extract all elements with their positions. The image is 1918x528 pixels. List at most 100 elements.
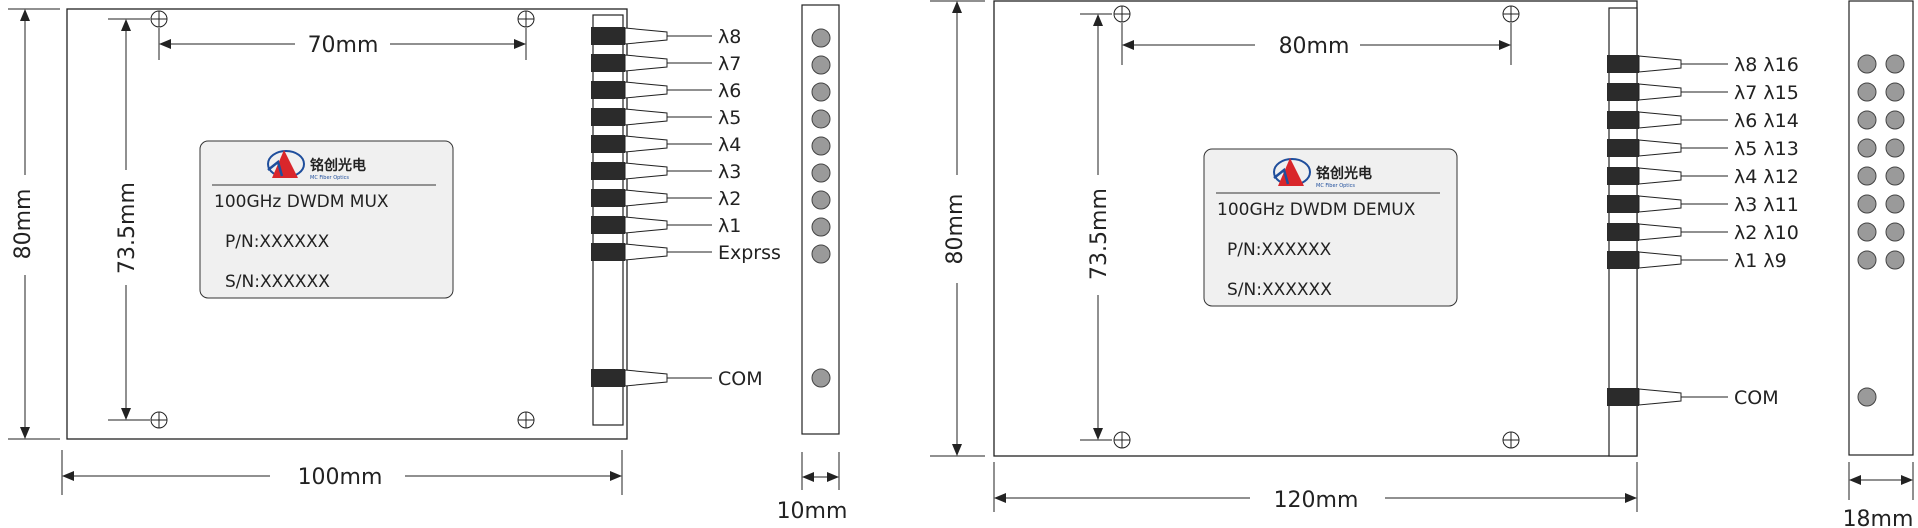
fiber-connector xyxy=(591,81,625,99)
mounting-hole-icon xyxy=(1113,431,1131,449)
fiber-boot xyxy=(1638,55,1682,73)
mux-port-4: λ5 xyxy=(591,107,741,129)
fiber-connector xyxy=(591,108,625,126)
demux-drawing: 80mm 73.5mm 80mm 120mm 铭创光电 MC Fiber Op xyxy=(930,0,1914,528)
fiber-boot xyxy=(1638,251,1682,269)
fiber-boot xyxy=(1638,83,1682,101)
fiber-connector xyxy=(591,135,625,153)
fiber-boot xyxy=(1638,139,1682,157)
demux-mounting-holes xyxy=(1113,5,1520,449)
port-label: λ7 λ15 xyxy=(1734,82,1799,104)
fiber-boot xyxy=(1638,195,1682,213)
port-led-icon xyxy=(811,217,831,237)
port-led-icon xyxy=(1857,110,1877,130)
mounting-hole-icon xyxy=(1502,431,1520,449)
mc-logo-icon xyxy=(267,150,305,178)
mux-height-dim: 80mm xyxy=(11,189,36,260)
port-led-icon xyxy=(1857,166,1877,186)
port-led-icon xyxy=(1857,250,1877,270)
demux-model: 100GHz DWDM DEMUX xyxy=(1217,200,1416,220)
port-label: COM xyxy=(1734,387,1779,409)
port-led-icon xyxy=(811,368,831,388)
mux-drawing: 70mm 73.5mm 80mm 100mm 铭创光电 MC Fiber Op xyxy=(8,4,847,524)
fiber-boot xyxy=(624,135,668,153)
demux-port-2: λ7 λ15 xyxy=(1607,82,1799,104)
fiber-boot xyxy=(624,81,668,99)
port-led-icon xyxy=(811,190,831,210)
port-led-icon xyxy=(1885,110,1905,130)
demux-part-number: P/N:XXXXXX xyxy=(1227,240,1332,260)
demux-port-5: λ4 λ12 xyxy=(1607,166,1799,188)
mounting-hole-icon xyxy=(150,10,168,28)
demux-port-7: λ2 λ10 xyxy=(1607,222,1799,244)
mounting-hole-icon xyxy=(517,10,535,28)
fiber-boot xyxy=(1638,167,1682,185)
port-label: λ1 λ9 xyxy=(1734,250,1787,272)
mux-serial-number: S/N:XXXXXX xyxy=(225,272,330,292)
fiber-connector xyxy=(591,27,625,45)
fiber-connector xyxy=(1607,139,1639,157)
port-label: λ8 λ16 xyxy=(1734,54,1799,76)
fiber-connector xyxy=(1607,83,1639,101)
fiber-boot xyxy=(624,27,668,45)
port-label: λ6 xyxy=(718,80,741,102)
mounting-hole-icon xyxy=(517,411,535,429)
fiber-boot xyxy=(624,216,668,234)
mux-port-8: λ1 xyxy=(591,215,741,237)
demux-port-4: λ5 λ13 xyxy=(1607,138,1799,160)
fiber-connector xyxy=(1607,111,1639,129)
mux-model: 100GHz DWDM MUX xyxy=(214,192,389,212)
mounting-hole-icon xyxy=(1502,5,1520,23)
port-led-icon xyxy=(811,55,831,75)
fiber-connector xyxy=(1607,388,1639,406)
fiber-connector xyxy=(1607,223,1639,241)
fiber-connector xyxy=(591,54,625,72)
mux-port-5: λ4 xyxy=(591,134,741,156)
mux-mounting-holes xyxy=(150,10,535,429)
mounting-hole-icon xyxy=(150,411,168,429)
fiber-connector xyxy=(591,216,625,234)
port-label: λ2 λ10 xyxy=(1734,222,1799,244)
mux-port-3: λ6 xyxy=(591,80,741,102)
fiber-connector xyxy=(591,162,625,180)
demux-port-1: λ8 λ16 xyxy=(1607,54,1799,76)
mux-label-plate: 铭创光电 MC Fiber Optics 100GHz DWDM MUX P/N… xyxy=(199,140,454,299)
port-led-icon xyxy=(811,82,831,102)
fiber-connector xyxy=(591,189,625,207)
fiber-boot xyxy=(1638,388,1682,406)
port-label: Exprss xyxy=(718,242,781,264)
mux-width-dim: 100mm xyxy=(298,465,383,490)
fiber-connector xyxy=(591,243,625,261)
demux-brand-sub: MC Fiber Optics xyxy=(1316,183,1355,189)
demux-port-com: COM xyxy=(1607,387,1779,409)
port-label: λ7 xyxy=(718,53,741,75)
fiber-connector xyxy=(591,369,625,387)
port-led-icon xyxy=(1857,387,1877,407)
port-label: λ3 xyxy=(718,161,741,183)
port-led-icon xyxy=(1885,222,1905,242)
demux-brand-name: 铭创光电 xyxy=(1316,165,1372,182)
port-led-icon xyxy=(1885,138,1905,158)
fiber-boot xyxy=(624,162,668,180)
fiber-boot xyxy=(624,108,668,126)
port-label: λ4 λ12 xyxy=(1734,166,1799,188)
mc-logo-icon xyxy=(1273,158,1311,186)
port-led-icon xyxy=(811,109,831,129)
mux-brand-name: 铭创光电 xyxy=(310,157,366,174)
port-led-icon xyxy=(1857,194,1877,214)
fiber-boot xyxy=(624,189,668,207)
mux-port-7: λ2 xyxy=(591,188,741,210)
port-led-icon xyxy=(1857,82,1877,102)
port-label: λ8 xyxy=(718,26,741,48)
demux-port-3: λ6 λ14 xyxy=(1607,110,1799,132)
mux-part-number: P/N:XXXXXX xyxy=(225,232,330,252)
port-led-icon xyxy=(1885,54,1905,74)
fiber-boot xyxy=(1638,223,1682,241)
mux-port-9: Exprss xyxy=(591,242,781,264)
port-led-icon xyxy=(1885,82,1905,102)
port-label: λ4 xyxy=(718,134,741,156)
mux-port-6: λ3 xyxy=(591,161,741,183)
port-led-icon xyxy=(811,244,831,264)
port-led-icon xyxy=(811,136,831,156)
